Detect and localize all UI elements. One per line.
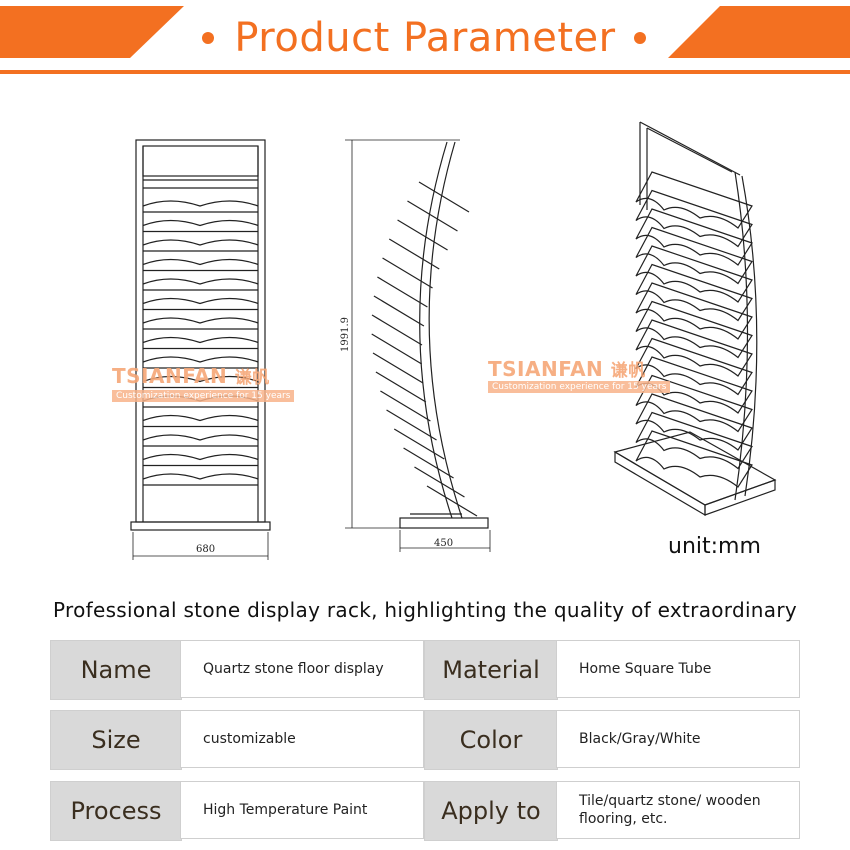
table-row: Name Quartz stone floor display Material… <box>50 640 800 700</box>
param-value: High Temperature Paint <box>180 781 424 839</box>
iso-shelf <box>635 208 753 266</box>
side-shelf-bar <box>418 181 470 213</box>
front-shelf-line <box>142 258 259 266</box>
param-label: Material <box>424 640 558 700</box>
watermark-brand: TSIANFAN <box>112 364 228 388</box>
header-right-stripe <box>668 6 850 58</box>
table-row: Size customizable Color Black/Gray/White <box>50 710 800 770</box>
front-width-dimension: 680 <box>196 544 215 555</box>
page-title: Product Parameter <box>234 15 616 61</box>
iso-base-top <box>613 431 777 506</box>
isometric-view-drawing <box>613 121 777 517</box>
front-shelf-line <box>142 356 259 363</box>
side-base <box>399 517 489 529</box>
iso-shelf <box>635 319 753 377</box>
front-frame <box>135 139 266 523</box>
side-depth-dimension: 450 <box>434 538 453 549</box>
side-shelf-bar <box>397 219 448 251</box>
watermark-left: TSIANFAN 谦帆 <box>112 363 270 388</box>
header-left-stripe <box>0 6 184 58</box>
front-shelf-line <box>142 278 259 285</box>
iso-shelf <box>635 263 753 322</box>
side-shelf-bar <box>403 447 454 479</box>
front-shelf-line <box>142 200 259 207</box>
iso-shelf <box>635 430 753 488</box>
iso-shelf <box>635 226 753 285</box>
iso-shelf <box>635 374 753 433</box>
side-shelf-bar <box>393 428 445 460</box>
front-header-panel <box>142 145 259 177</box>
side-shelf-bar <box>414 466 465 498</box>
front-shelf-line <box>142 453 259 461</box>
param-label: Name <box>50 640 182 700</box>
side-shelf-bar <box>388 238 440 270</box>
iso-shelf <box>635 282 753 340</box>
header-underline <box>0 70 850 74</box>
table-row: Process High Temperature Paint Apply to … <box>50 781 800 841</box>
iso-shelf <box>635 411 753 470</box>
param-value: Tile/quartz stone/ wooden flooring, etc. <box>556 781 800 839</box>
param-label: Apply to <box>424 781 558 841</box>
side-shelf-bar <box>380 390 431 422</box>
iso-shelf <box>635 245 753 303</box>
front-shelf-line <box>142 297 259 305</box>
param-value: Home Square Tube <box>556 640 800 698</box>
dimension-lines <box>132 139 491 560</box>
iso-shelf <box>635 300 753 359</box>
param-value: Black/Gray/White <box>556 710 800 768</box>
side-curve-outer <box>428 141 463 519</box>
side-shelf-bar <box>407 200 458 232</box>
watermark-right: TSIANFAN 谦帆 <box>488 356 646 381</box>
bullet-dot-right <box>634 32 646 44</box>
side-shelf-bar <box>371 333 423 365</box>
param-label: Size <box>50 710 182 770</box>
watermark-brand-cn: 谦帆 <box>610 361 646 381</box>
front-shelf-line <box>142 375 259 383</box>
side-shelf-bar <box>426 485 478 517</box>
front-shelf-line <box>142 317 259 324</box>
iso-shelf <box>635 171 753 229</box>
side-shelf-bar <box>386 409 437 441</box>
front-shelf-line <box>142 219 259 227</box>
param-label: Process <box>50 781 182 841</box>
watermark-tagline-right: Customization experience for 15 years <box>488 381 671 393</box>
watermark-brand: TSIANFAN <box>488 357 604 381</box>
unit-label: unit:mm <box>668 534 761 559</box>
product-subtitle: Professional stone display rack, highlig… <box>53 598 797 622</box>
front-base <box>130 521 271 531</box>
side-shelf-bar <box>382 257 433 289</box>
header-decoration <box>0 6 850 74</box>
side-shelf-bar <box>377 276 428 308</box>
param-value: customizable <box>180 710 424 768</box>
front-shelf-line <box>142 414 259 422</box>
front-shelf-line <box>142 434 259 441</box>
bullet-dot-left <box>202 32 214 44</box>
technical-drawings: 680 450 1991.9 <box>130 121 777 560</box>
side-shelf-bar <box>372 352 424 384</box>
side-view-drawing <box>371 141 489 529</box>
watermark-tagline-left: Customization experience for 15 years <box>112 390 295 402</box>
iso-shelf <box>635 189 753 248</box>
side-shelf-bar <box>371 314 423 346</box>
param-label: Color <box>424 710 558 770</box>
watermark-brand-cn: 谦帆 <box>234 368 270 388</box>
front-shelf-line <box>142 336 259 344</box>
iso-curve-outer <box>734 171 749 501</box>
front-view-drawing <box>130 139 271 531</box>
header-banner: Product Parameter <box>0 0 850 80</box>
height-dimension: 1991.9 <box>340 317 351 352</box>
iso-shelf <box>635 337 753 396</box>
side-shelf-bar <box>373 295 425 327</box>
iso-shelf <box>635 393 753 451</box>
param-value: Quartz stone floor display <box>180 640 424 698</box>
front-shelf-line <box>142 239 259 246</box>
side-shelf-bar <box>375 371 427 403</box>
front-shelf-line <box>142 473 259 480</box>
